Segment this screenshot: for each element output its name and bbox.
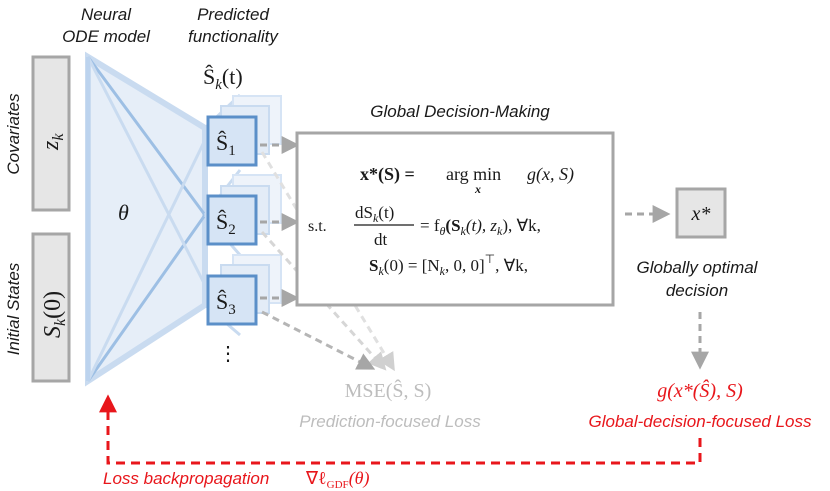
gdm-st: s.t. [308,218,327,235]
gdm-line1-op-sub: x [474,182,481,196]
mse-label: Prediction-focused Loss [299,412,481,431]
neural-ode-model [85,51,208,387]
gdm-line3: Sk(0) = [Nk, 0, 0]⊤, ∀k, [369,252,528,278]
arrow-s3-to-mse [261,310,376,370]
output-s1: Ŝ1 [216,130,236,159]
gdm-frac-den: dt [374,230,388,249]
backprop-formula: ∇ℓGDF(θ) [305,468,370,491]
optimal-label-line1: Globally optimal [637,258,759,277]
backprop-path [99,394,702,465]
gdm-title: Global Decision-Making [370,102,550,121]
initial-states-box [31,232,71,383]
more-outputs-ellipsis: ⋮ [218,343,238,365]
predicted-header-line1: Predicted [197,5,269,24]
gdf-label: Global-decision-focused Loss [588,412,812,431]
gdm-line1-op: arg min [446,164,501,184]
initial-states-label: Initial States [4,262,23,355]
optimal-label-line2: decision [666,281,728,300]
xstar-symbol: x* [691,203,711,225]
svg-text:Ŝk(t): Ŝk(t) [203,64,243,93]
covariates-symbol: zk [38,133,67,151]
backprop-label-bg [96,467,396,489]
gdm-frac-num: dSk(t) [355,203,394,225]
mse-formula: MSE(Ŝ, S) [345,378,432,402]
shat-t-header: Ŝk(t) [203,64,243,93]
output-stack-3 [206,254,282,326]
arrow-s2-to-mse [260,230,387,371]
model-header-line1: Neural [81,5,132,24]
predicted-header-line2: functionality [188,27,279,46]
initial-states-symbol: Sk(0) [40,291,69,338]
gdm-formulation: x*(S) = arg min x g(x, S) s.t. dSk(t) dt… [308,164,574,278]
output-s3: Ŝ3 [216,289,236,318]
covariates-label: Covariates [4,93,23,175]
xstar-box [675,187,727,239]
model-header-line2: ODE model [62,27,151,46]
gdm-line1-rhs: g(x, S) [527,164,574,185]
backprop-label: Loss backpropagation [103,469,269,488]
covariates-box [31,55,71,212]
gdf-formula: g(x*(Ŝ), S) [657,378,743,402]
output-stack-2 [206,174,282,246]
model-parameter-theta: θ [118,200,129,225]
gdm-line2-rhs: = fθ(Sk(t), zk), ∀k, [420,216,541,238]
gdm-box [295,131,615,307]
gdm-line1-lhs: x*(S) = [360,164,415,185]
output-s2: Ŝ2 [216,209,236,238]
output-stack-1 [206,95,282,167]
